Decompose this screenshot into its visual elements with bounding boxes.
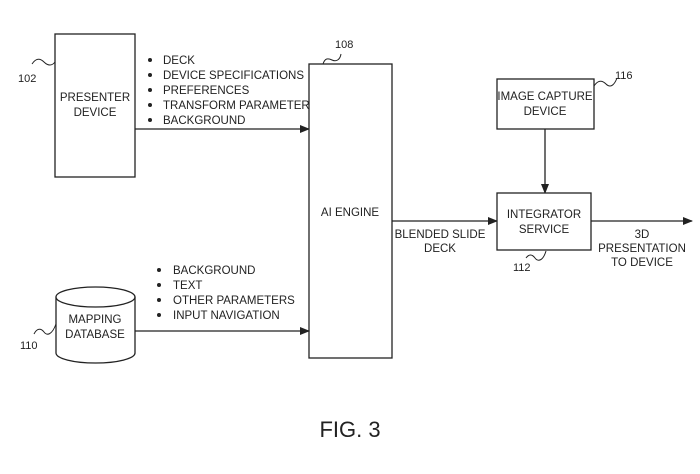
blended-slide-deck-line1: BLENDED SLIDE — [395, 229, 486, 241]
image-capture-device-box — [496, 78, 595, 130]
presenter-to-ai-bullets: DECK DEVICE SPECIFICATIONS PREFERENCES T… — [148, 55, 310, 127]
output-label-line1: 3D — [635, 229, 650, 241]
ref-number-110: 110 — [20, 340, 38, 352]
figure-label: FIG. 3 — [319, 417, 380, 442]
integrator-label-line2: SERVICE — [519, 224, 570, 236]
bullet-deck: DECK — [163, 55, 195, 67]
database-to-ai-bullets: BACKGROUND TEXT OTHER PARAMETERS INPUT N… — [157, 265, 295, 322]
bullet-other-parameters: OTHER PARAMETERS — [173, 295, 295, 307]
mapping-database-node: MAPPING DATABASE 110 — [20, 286, 136, 364]
bullet-transform-parameter: TRANSFORM PARAMETER — [163, 100, 310, 112]
bullet-dot — [157, 268, 161, 272]
ref-leader-102 — [31, 58, 56, 66]
blended-slide-deck-line2: DECK — [424, 243, 456, 255]
ref-leader-110 — [33, 323, 57, 335]
ref-leader-116 — [593, 77, 618, 87]
image-capture-device-node: IMAGE CAPTURE DEVICE 116 — [496, 70, 633, 130]
ref-number-112: 112 — [513, 262, 531, 274]
ai-engine-node: AI ENGINE 108 — [308, 39, 393, 359]
output-label-line2: PRESENTATION — [598, 243, 686, 255]
presenter-device-label-line2: DEVICE — [74, 107, 117, 119]
ref-leader-112 — [525, 250, 547, 261]
bullet-text: TEXT — [173, 280, 202, 292]
bullet-dot — [148, 58, 152, 62]
bullet-dot — [157, 298, 161, 302]
integrator-service-node: INTEGRATOR SERVICE 112 — [496, 192, 592, 274]
mapping-database-label-line1: MAPPING — [68, 314, 121, 326]
image-capture-label-line2: DEVICE — [524, 106, 567, 118]
bullet-dot — [157, 313, 161, 317]
database-cylinder-body — [55, 297, 136, 364]
bullet-preferences: PREFERENCES — [163, 85, 250, 97]
bullet-background: BACKGROUND — [173, 265, 255, 277]
bullet-device-specifications: DEVICE SPECIFICATIONS — [163, 70, 304, 82]
ref-number-102: 102 — [18, 73, 36, 85]
presenter-device-box — [54, 33, 136, 178]
ref-number-108: 108 — [335, 39, 353, 51]
output-label-line3: TO DEVICE — [611, 257, 673, 269]
bullet-dot — [157, 283, 161, 287]
integrator-service-box — [496, 192, 592, 251]
integrator-label-line1: INTEGRATOR — [507, 209, 581, 221]
bullet-dot — [148, 118, 152, 122]
presenter-device-label-line1: PRESENTER — [60, 92, 130, 104]
mapping-database-label-line2: DATABASE — [65, 329, 125, 341]
bullet-dot — [148, 73, 152, 77]
bullet-dot — [148, 103, 152, 107]
ai-engine-box — [308, 63, 393, 359]
bullet-background: BACKGROUND — [163, 115, 245, 127]
bullet-dot — [148, 88, 152, 92]
ref-leader-108 — [322, 53, 342, 65]
ref-number-116: 116 — [615, 70, 633, 82]
presenter-device-node: PRESENTER DEVICE 102 — [18, 33, 136, 178]
bullet-input-navigation: INPUT NAVIGATION — [173, 310, 280, 322]
image-capture-label-line1: IMAGE CAPTURE — [497, 91, 593, 103]
ai-engine-label: AI ENGINE — [321, 207, 379, 219]
database-cylinder-top — [55, 286, 136, 308]
